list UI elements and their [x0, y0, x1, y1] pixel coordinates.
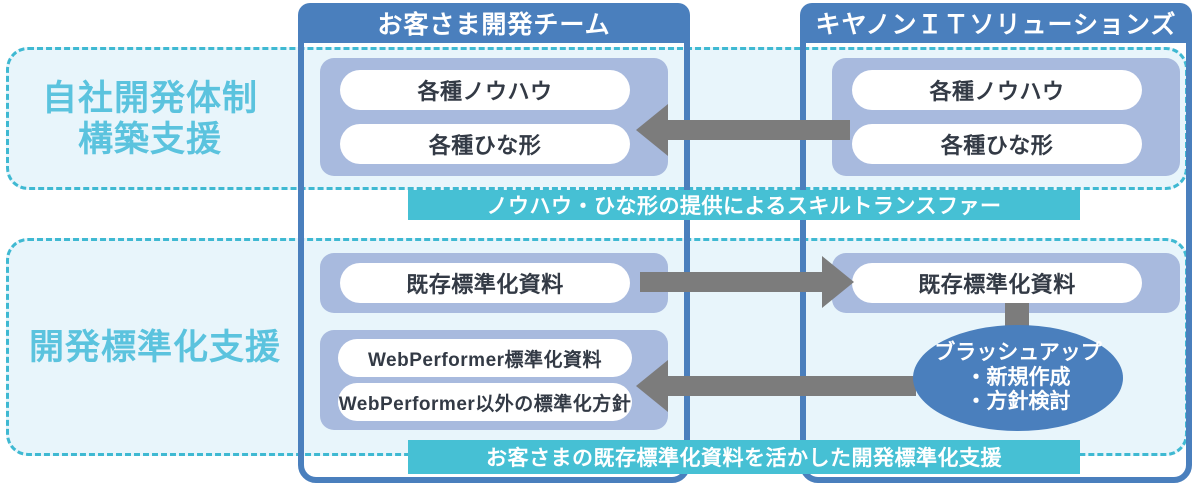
ellipse-brushup-activities: ブラッシュアップ ・新規作成 ・方針検討 — [913, 325, 1123, 431]
region-label-self-development-support: 自社開発体制 構築支援 — [41, 78, 258, 159]
item-canon-templates: 各種ひな形 — [852, 124, 1142, 164]
arrow-brushup-results-left — [636, 360, 916, 412]
arrow-knowhow-transfer-left — [636, 104, 850, 156]
item-customer-templates: 各種ひな形 — [340, 124, 630, 164]
arrow-shaft — [668, 376, 916, 396]
item-customer-knowhow: 各種ノウハウ — [340, 70, 630, 110]
arrow-head-left-icon — [636, 360, 668, 412]
item-webperformer-standard-docs: WebPerformer標準化資料 — [338, 339, 632, 377]
item-canon-knowhow: 各種ノウハウ — [852, 70, 1142, 110]
item-customer-existing-standard-docs: 既存標準化資料 — [340, 263, 630, 303]
item-non-webperformer-standard-policy: WebPerformer以外の標準化方針 — [338, 383, 632, 421]
arrow-head-left-icon — [636, 104, 668, 156]
banner-skill-transfer: ノウハウ・ひな形の提供によるスキルトランスファー — [408, 190, 1080, 220]
item-canon-existing-standard-docs: 既存標準化資料 — [852, 263, 1142, 303]
arrow-shaft — [640, 272, 822, 292]
banner-standardization-support: お客さまの既存標準化資料を活かした開発標準化支援 — [408, 440, 1080, 474]
panel-header-customer-dev-team: お客さま開発チーム — [298, 3, 690, 43]
arrow-existing-docs-right — [640, 256, 854, 308]
arrow-head-right-icon — [822, 256, 854, 308]
region-label-standardization-support: 開発標準化支援 — [28, 327, 281, 367]
arrow-shaft — [668, 120, 850, 140]
panel-header-canon-it-solutions: キヤノンＩＴソリューションズ — [800, 3, 1192, 43]
